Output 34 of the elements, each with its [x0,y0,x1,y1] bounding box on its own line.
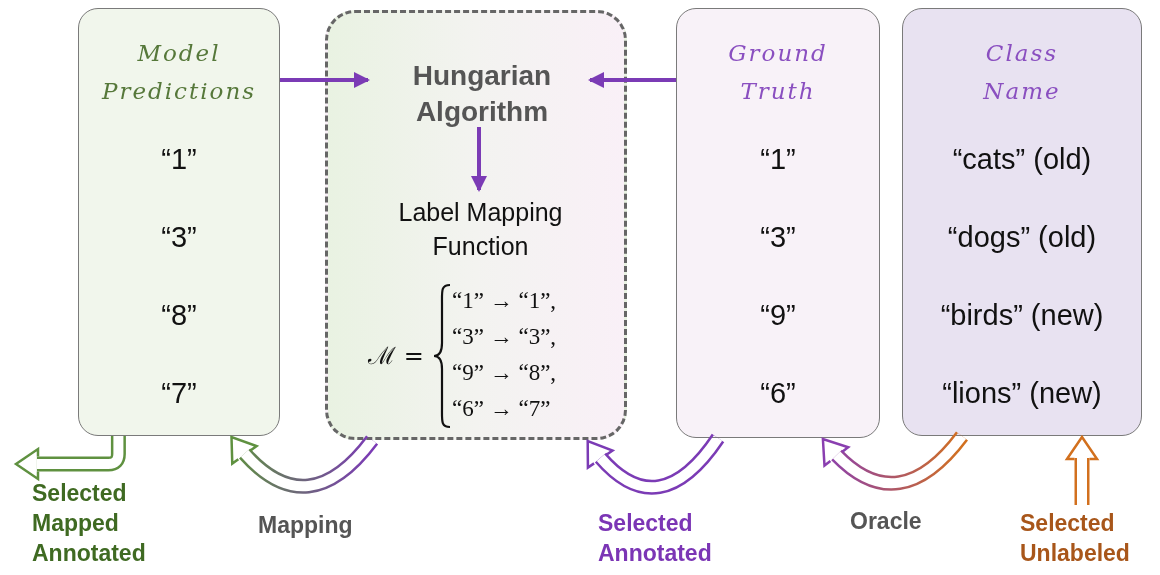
edge-label: Selected Mapped Annotated [32,479,147,568]
list-item: “lions” (new) [941,376,1103,411]
arrow [588,72,676,88]
list-item: “3” [160,220,198,255]
list-item: “9” [759,298,797,333]
column-heading: Class Name [982,39,1062,106]
list-panel [902,8,1142,436]
algorithm-title: Hungarian Algorithm [411,59,553,129]
formula-symbol: ℳ = [368,341,424,372]
list-item: “3” [759,220,797,255]
edge-label: Mapping [258,511,354,540]
list-item: “1” [759,142,797,177]
list-panel [676,8,880,438]
list-item: “dogs” (old) [946,220,1098,255]
mapping-row-text: “1” → “1”, [452,287,557,315]
mapping-row-text: “9” → “8”, [452,359,557,387]
list-item: “7” [160,376,198,411]
mapping-row-text: “6” → “7” [452,395,551,423]
list-panel [78,8,280,436]
list-item: “cats” (old) [951,142,1093,177]
column-heading: Ground Truth [727,39,829,106]
list-item: “1” [160,142,198,177]
list-item: “birds” (new) [939,298,1105,333]
column-heading: Model Predictions [100,39,258,106]
function-title: Label Mapping Function [397,197,564,262]
edge-label: Oracle [850,507,923,536]
list-item: “8” [160,298,198,333]
edge-label: Selected Annotated [598,509,713,568]
edge-label: Selected Unlabeled [1020,509,1131,568]
list-item: “6” [759,376,797,411]
mapping-row-text: “3” → “3”, [452,323,557,351]
arrow [280,72,370,88]
arrow [471,127,487,192]
dashed-box [325,10,627,440]
